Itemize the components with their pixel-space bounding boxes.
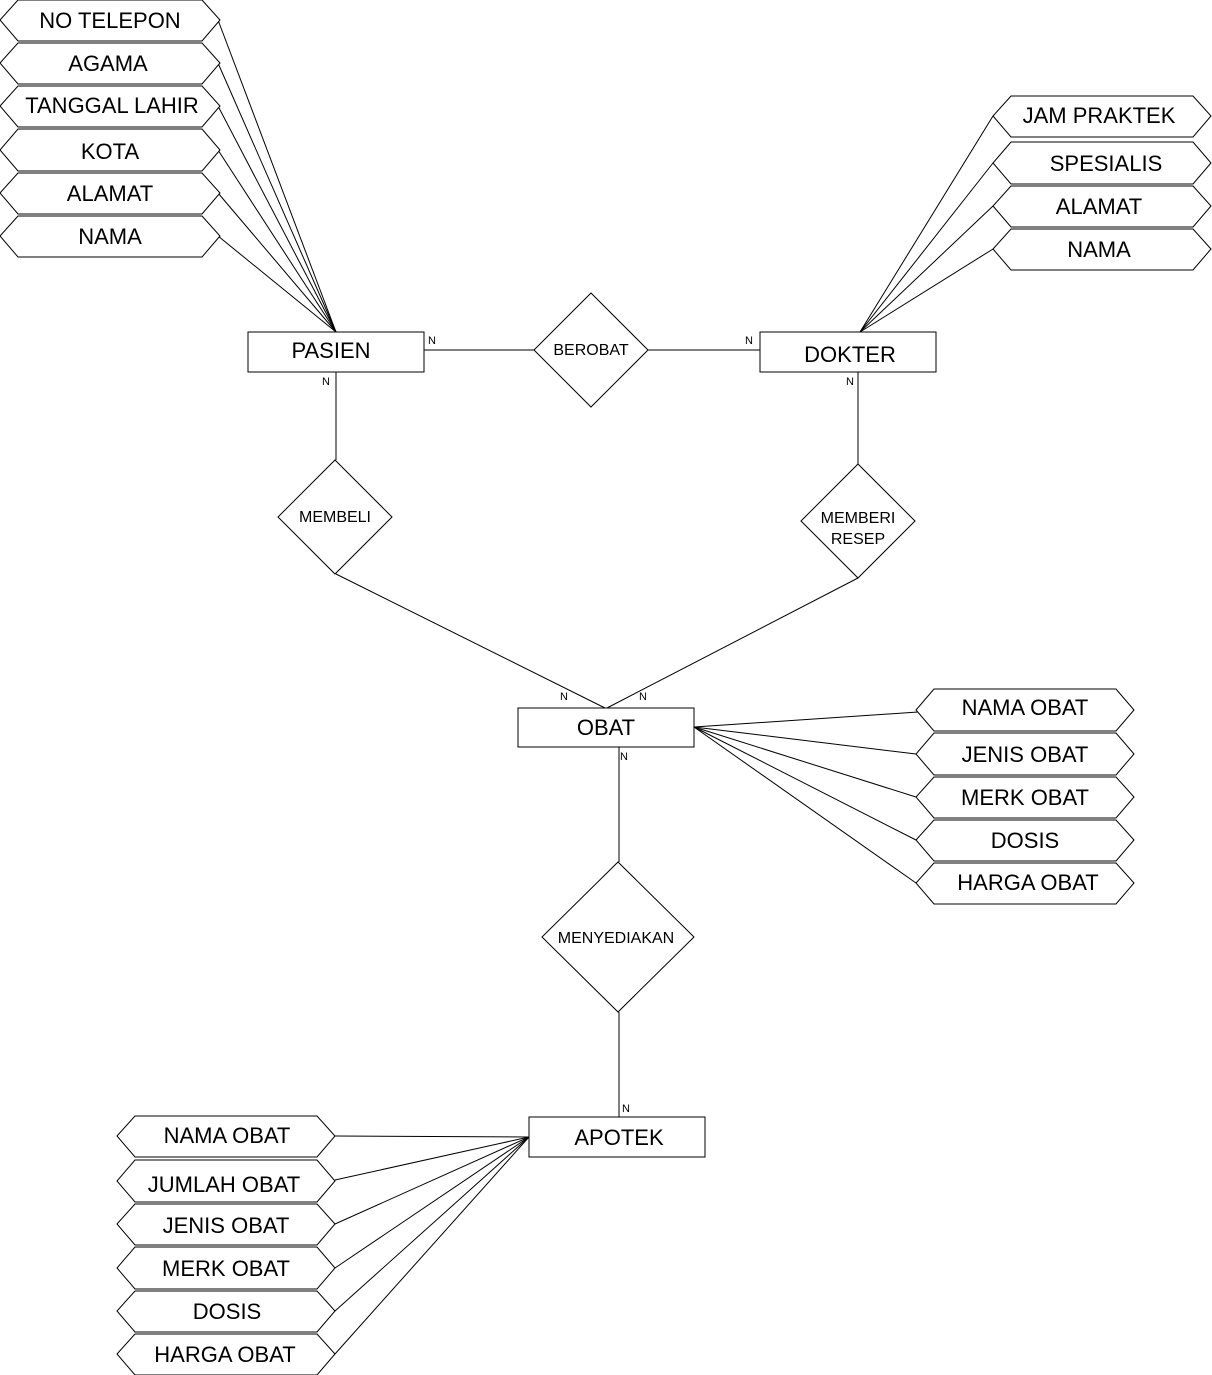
attribute-label: ALAMAT <box>67 181 153 206</box>
attribute-label: MERK OBAT <box>162 1256 290 1281</box>
connector-apotek-jumlah-obat <box>334 1136 530 1181</box>
connector-pasien-tanggal-lahir <box>217 105 337 333</box>
attribute-apotek-jenis-obat: JENIS OBAT <box>116 1203 336 1246</box>
entity-label: APOTEK <box>574 1125 664 1150</box>
attribute-label: HARGA OBAT <box>154 1342 295 1367</box>
relationship-label: BEROBAT <box>553 342 629 359</box>
connector-pasien-no-telepon <box>217 19 337 333</box>
attribute-label: ALAMAT <box>1056 194 1142 219</box>
cardinality-pasien-berobat: N <box>428 335 436 347</box>
attribute-label: NAMA OBAT <box>962 695 1089 720</box>
attribute-label: JUMLAH OBAT <box>148 1172 300 1197</box>
connector-dokter-spesialis <box>859 162 994 333</box>
attribute-label: NAMA OBAT <box>164 1123 291 1148</box>
entity-apotek: APOTEK <box>528 1116 706 1158</box>
attribute-label: NAMA <box>1067 237 1131 262</box>
relationship-memberi-resep: MEMBERI RESEP <box>800 463 916 579</box>
attribute-obat-merk-obat: MERK OBAT <box>915 776 1135 819</box>
connector-apotek-dosis <box>334 1136 530 1312</box>
attribute-dokter-jam-praktek: JAM PRAKTEK <box>992 95 1212 138</box>
attribute-label: NO TELEPON <box>39 8 180 33</box>
attribute-label: MERK OBAT <box>961 785 1089 810</box>
entity-label: DOKTER <box>804 342 896 367</box>
cardinality-obat-memberi-resep: N <box>639 691 647 703</box>
apotek-attributes: NAMA OBAT JUMLAH OBAT JENIS OBAT MERK OB… <box>116 1115 336 1375</box>
obat-attributes: NAMA OBAT JENIS OBAT MERK OBAT DOSIS HAR… <box>915 688 1135 905</box>
attribute-label: AGAMA <box>68 51 148 76</box>
attribute-label: NAMA <box>78 224 142 249</box>
attribute-obat-jenis-obat: JENIS OBAT <box>915 732 1135 776</box>
entity-dokter: DOKTER <box>759 331 937 373</box>
attribute-apotek-dosis: DOSIS <box>116 1290 336 1333</box>
connector-pasien-alamat <box>217 192 337 333</box>
attribute-obat-nama-obat: NAMA OBAT <box>915 688 1135 732</box>
connector-dokter-nama <box>859 248 994 333</box>
attribute-obat-harga-obat: HARGA OBAT <box>915 862 1135 905</box>
attribute-label: TANGGAL LAHIR <box>25 93 199 118</box>
relationship-label-line-1: MEMBERI <box>821 510 896 527</box>
attribute-pasien-tanggal-lahir: TANGGAL LAHIR <box>0 85 221 128</box>
attribute-pasien-agama: AGAMA <box>0 42 221 85</box>
entity-label: PASIEN <box>291 338 370 363</box>
connector-obat-jenis-obat <box>693 726 917 755</box>
connector-membeli-obat <box>335 573 606 709</box>
connector-obat-dosis <box>693 726 917 841</box>
connector-pasien-nama <box>217 235 337 333</box>
entity-obat: OBAT <box>517 707 695 748</box>
connector-apotek-jenis-obat <box>334 1136 530 1225</box>
attribute-pasien-nama: NAMA <box>0 215 221 258</box>
connector-lines <box>217 19 994 1355</box>
connector-dokter-jam-praktek <box>859 115 994 333</box>
dokter-attributes: JAM PRAKTEK SPESIALIS ALAMAT NAMA <box>992 95 1212 271</box>
cardinality-apotek-menyediakan: N <box>622 1103 630 1115</box>
connector-pasien-kota <box>217 149 337 333</box>
connector-obat-harga-obat <box>693 726 917 884</box>
cardinality-pasien-membeli: N <box>322 376 330 388</box>
attribute-label: DOSIS <box>991 828 1059 853</box>
relationship-label: MEMBELI <box>299 509 371 526</box>
attribute-label: JENIS OBAT <box>962 742 1089 767</box>
connector-dokter-alamat <box>859 205 994 333</box>
attribute-obat-dosis: DOSIS <box>915 819 1135 862</box>
attribute-apotek-merk-obat: MERK OBAT <box>116 1246 336 1290</box>
attribute-dokter-nama: NAMA <box>992 228 1212 271</box>
attribute-apotek-nama-obat: NAMA OBAT <box>116 1115 336 1158</box>
connector-obat-merk-obat <box>693 726 917 798</box>
attribute-label: JENIS OBAT <box>163 1213 290 1238</box>
pasien-attributes: NO TELEPON AGAMA TANGGAL LAHIR KOTA ALAM… <box>0 0 221 258</box>
attribute-label: HARGA OBAT <box>957 870 1098 895</box>
attribute-label: DOSIS <box>193 1299 261 1324</box>
connector-memberi-resep-obat <box>606 577 859 709</box>
attribute-dokter-alamat: ALAMAT <box>992 185 1212 228</box>
attribute-pasien-alamat: ALAMAT <box>0 172 221 215</box>
attribute-label: KOTA <box>81 139 140 164</box>
cardinality-obat-menyediakan: N <box>620 751 628 763</box>
entity-label: OBAT <box>577 715 635 740</box>
cardinality-dokter-memberi-resep: N <box>846 376 854 388</box>
attribute-pasien-no-telepon: NO TELEPON <box>0 0 221 42</box>
attribute-pasien-kota: KOTA <box>0 128 221 172</box>
connector-pasien-agama <box>217 62 337 333</box>
attribute-dokter-spesialis: SPESIALIS <box>992 141 1212 185</box>
cardinality-dokter-berobat: N <box>745 335 753 347</box>
connector-apotek-harga-obat <box>334 1136 530 1355</box>
attribute-label: JAM PRAKTEK <box>1023 103 1176 128</box>
entity-pasien: PASIEN <box>247 331 425 373</box>
relationship-berobat: BEROBAT <box>533 292 649 408</box>
relationship-menyediakan: MENYEDIAKAN <box>541 861 695 1013</box>
connector-apotek-nama-obat <box>334 1135 530 1138</box>
connector-obat-nama-obat <box>693 711 919 728</box>
cardinality-labels: N N N N N N N N <box>322 335 854 1115</box>
relationship-label-line-2: RESEP <box>831 531 885 548</box>
connector-apotek-merk-obat <box>334 1136 530 1269</box>
cardinality-obat-membeli: N <box>560 691 568 703</box>
attribute-label: SPESIALIS <box>1050 151 1163 176</box>
relationship-membeli: MEMBELI <box>277 459 393 575</box>
attribute-apotek-jumlah-obat: JUMLAH OBAT <box>116 1159 336 1203</box>
relationship-label: MENYEDIAKAN <box>558 930 674 947</box>
attribute-apotek-harga-obat: HARGA OBAT <box>116 1333 336 1375</box>
